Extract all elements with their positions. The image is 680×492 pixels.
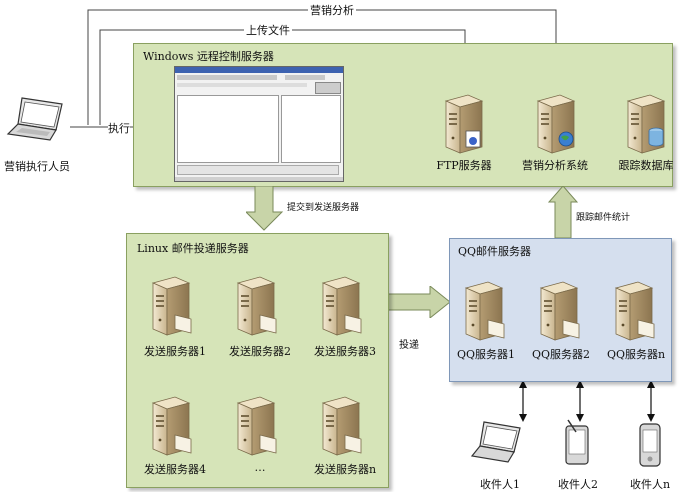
operator-label: 营销执行人员 xyxy=(4,160,70,173)
ftp-server-label: FTP服务器 xyxy=(436,159,492,172)
send-server-4-icon xyxy=(145,395,195,457)
qq-server-n-icon xyxy=(608,280,658,342)
recipient-2-label: 收件人2 xyxy=(558,478,598,491)
windows-box-title: Windows 远程控制服务器 xyxy=(143,50,274,63)
send-server-4-label: 发送服务器4 xyxy=(144,463,206,476)
qq-server-1-icon xyxy=(458,280,508,342)
recipient-2-tablet-icon xyxy=(560,418,596,470)
qq-server-2-label: QQ服务器2 xyxy=(531,348,591,361)
deliver-right-arrow xyxy=(388,286,451,318)
send-server-ellipsis-label: … xyxy=(254,461,266,474)
qq-server-1-label: QQ服务器1 xyxy=(456,348,516,361)
send-server-1-label: 发送服务器1 xyxy=(144,345,206,358)
recipient-n-label: 收件人n xyxy=(629,478,671,491)
recipient-1-laptop-icon xyxy=(470,420,526,470)
marketing-analysis-label: 营销分析 xyxy=(308,2,356,18)
recipient-1-label: 收件人1 xyxy=(480,478,520,491)
send-server-3-label: 发送服务器3 xyxy=(314,345,376,358)
marketing-analysis-label-srv: 营销分析系统 xyxy=(522,159,588,172)
send-server-n-label: 发送服务器n xyxy=(313,463,377,476)
qq-server-2-icon xyxy=(533,280,583,342)
send-server-1-icon xyxy=(145,275,195,337)
send-server-2-label: 发送服务器2 xyxy=(229,345,291,358)
execute-label: 执行 xyxy=(108,120,130,136)
track-label: 跟踪邮件统计 xyxy=(576,213,631,223)
linux-box-title: Linux 邮件投递服务器 xyxy=(137,242,249,255)
qq-server-n-label: QQ服务器n xyxy=(606,348,666,361)
tracking-db-label: 跟踪数据库 xyxy=(618,159,674,172)
send-server-ellipsis-icon xyxy=(230,395,280,457)
tracking-db-server-icon xyxy=(620,93,670,155)
remote-app-screenshot xyxy=(174,66,344,182)
track-up-arrow xyxy=(548,186,578,239)
submit-down-arrow xyxy=(246,186,284,231)
submit-label: 提交到发送服务器 xyxy=(287,203,360,213)
send-server-n-icon xyxy=(315,395,365,457)
qq-box-title: QQ邮件服务器 xyxy=(458,245,532,258)
send-server-2-icon xyxy=(230,275,280,337)
send-server-3-icon xyxy=(315,275,365,337)
upload-file-label: 上传文件 xyxy=(244,22,292,38)
operator-laptop-icon xyxy=(4,96,68,146)
ftp-server-icon xyxy=(438,93,488,155)
deliver-label: 投递 xyxy=(399,340,419,351)
marketing-analysis-server-icon xyxy=(530,93,580,155)
recipient-n-phone-icon xyxy=(636,422,666,472)
windows-server-box: Windows 远程控制服务器 xyxy=(133,43,673,187)
